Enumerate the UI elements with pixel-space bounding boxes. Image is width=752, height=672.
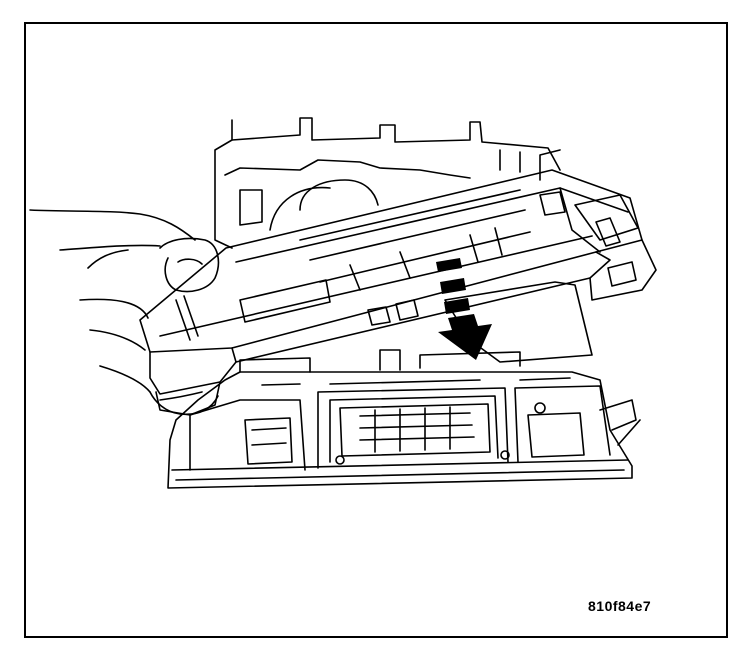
upper-bracket [214,117,561,249]
control-module [139,169,657,416]
lower-housing [167,349,641,489]
direction-arrow [436,258,492,360]
hand [29,209,220,416]
figure-frame [24,22,728,638]
figure-id-label: 810f84e7 [588,598,652,614]
